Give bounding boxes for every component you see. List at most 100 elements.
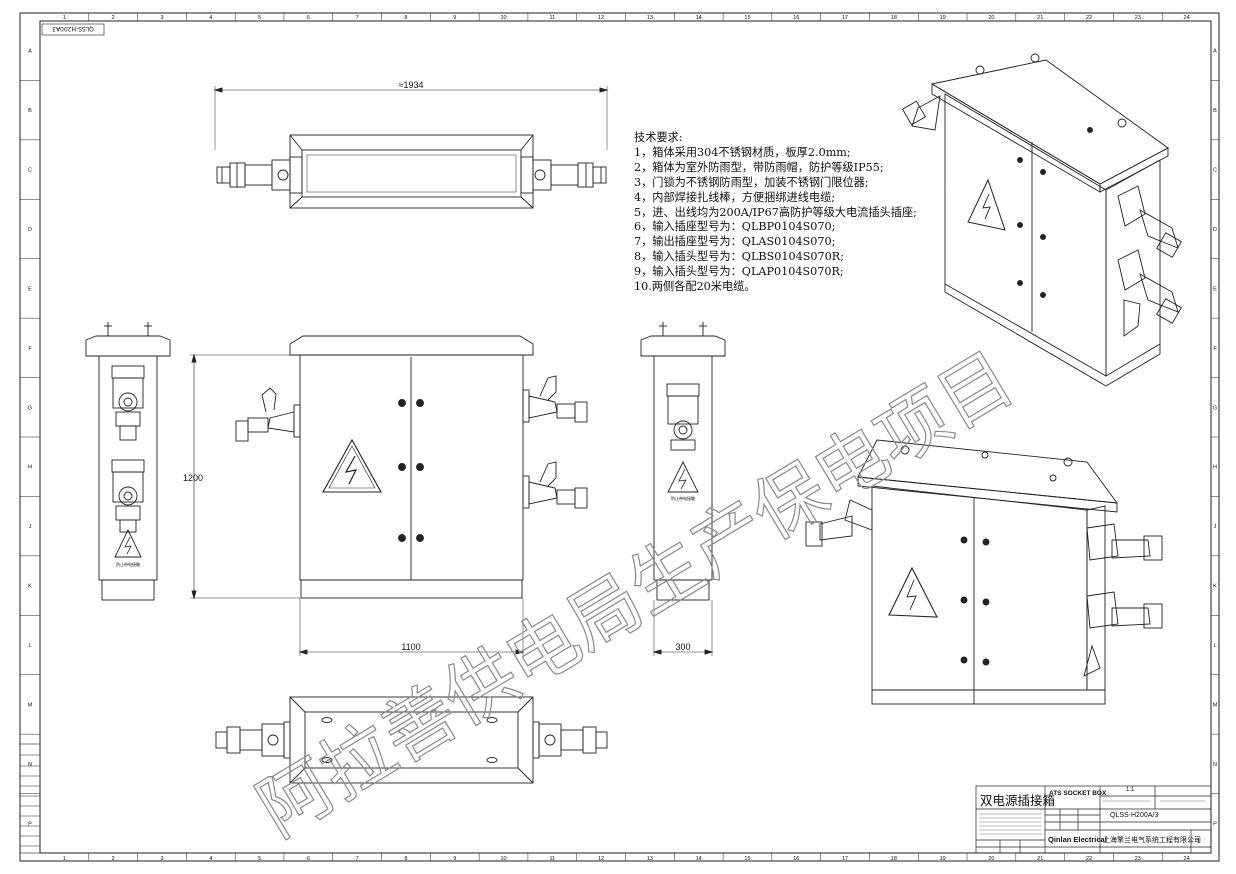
right-side-view (640, 322, 726, 656)
grid-col-label: 6 (307, 856, 310, 862)
grid-col-label: 20 (988, 15, 994, 21)
isometric-view-2 (805, 439, 1163, 705)
spec-item-9: 9，输入插头型号为：QLAP0104S070R; (634, 265, 844, 279)
grid-col-label: 15 (744, 15, 750, 21)
spec-item-6: 6，输入插座型号为：QLBP0104S070; (634, 220, 836, 234)
grid-row-label: P (28, 821, 32, 827)
grid-row-label: B (28, 108, 32, 114)
grid-col-label: 10 (500, 856, 506, 862)
grid-col-label: 1 (63, 15, 66, 21)
grid-row-label: F (28, 346, 32, 352)
grid-col-label: 3 (160, 856, 163, 862)
grid-col-label: 20 (988, 856, 994, 862)
spec-item-7: 7，输出插座型号为：QLAS0104S070; (634, 235, 836, 249)
side-warning-right: 防止带电接触 (671, 495, 695, 501)
grid-col-label: 16 (793, 15, 799, 21)
grid-row-label: C (1213, 168, 1217, 174)
grid-col-label: 19 (940, 856, 946, 862)
grid-col-label: 18 (891, 15, 897, 21)
grid-col-label: 14 (696, 856, 702, 862)
grid-col-label: 22 (1086, 856, 1092, 862)
grid-row-label: J (1214, 524, 1217, 530)
corner-tag: QLSS-H200A3 (52, 25, 94, 32)
top-view (213, 86, 609, 209)
dim-height-front: 1200 (183, 473, 203, 483)
grid-col-label: 23 (1135, 856, 1141, 862)
grid-row-label: N (1213, 762, 1217, 768)
grid-row-label: K (28, 584, 32, 590)
spec-item-4: 4，内部焊接扎线棒，方便捆绑进线电缆; (634, 190, 836, 204)
title-company-en: Qinlan Electrical (1048, 835, 1107, 844)
grid-row-label: A (1213, 49, 1217, 55)
isometric-view-1 (901, 53, 1182, 387)
grid-col-label: 19 (940, 15, 946, 21)
bottom-view (215, 696, 608, 784)
grid-col-label: 7 (356, 856, 359, 862)
corner-tag-box (41, 23, 105, 36)
grid-col-label: 9 (453, 15, 456, 21)
grid-col-label: 15 (744, 856, 750, 862)
dim-width-front: 1100 (401, 642, 420, 652)
grid-row-label: D (28, 227, 32, 233)
grid-col-label: 22 (1086, 15, 1092, 21)
front-view (190, 335, 588, 656)
grid-row-label: P (1213, 821, 1217, 827)
grid-row-label: B (1213, 108, 1217, 114)
grid-col-label: 24 (1184, 856, 1190, 862)
grid-row-label: L (28, 643, 31, 649)
grid-row-label: N (28, 762, 32, 768)
grid-col-label: 3 (160, 15, 163, 21)
grid-row-label: A (28, 49, 32, 55)
dim-depth-side: 300 (675, 642, 690, 652)
spec-item-1: 1，箱体采用304不锈钢材质，板厚2.0mm; (634, 145, 851, 159)
grid-col-label: 16 (793, 856, 799, 862)
grid-col-label: 11 (549, 15, 555, 21)
title-name-en: ATS SOCKET BOX (1049, 790, 1107, 797)
grid-row-label: D (1213, 227, 1217, 233)
grid-row-label: M (1213, 702, 1218, 708)
grid-col-label: 23 (1135, 15, 1141, 21)
title-page-no: 1 (1197, 839, 1201, 845)
spec-item-2: 2，箱体为室外防雨型，带防雨帽，防护等级IP55; (634, 160, 884, 174)
grid-row-label: H (28, 465, 32, 471)
grid-row-label: J (29, 524, 32, 530)
title-scale: 1:1 (1126, 787, 1135, 793)
dim-width-top: ≈1934 (399, 80, 424, 90)
grid-col-label: 24 (1184, 15, 1190, 21)
grid-col-label: 21 (1037, 856, 1043, 862)
grid-col-label: 13 (647, 15, 653, 21)
spec-item-5: 5，进、出线均为200A/IP67高防护等级大电流插头插座; (634, 205, 917, 219)
title-drawing-no: QLSS-H200A/3 (1110, 812, 1159, 819)
grid-col-label: 2 (112, 15, 115, 21)
grid-col-label: 7 (356, 15, 359, 21)
title-company-cn: 上海擎兰电气系统工程有限公司 (1103, 837, 1201, 844)
grid-col-label: 17 (842, 15, 848, 21)
grid-col-label: 4 (209, 856, 212, 862)
grid-col-label: 4 (209, 15, 212, 21)
grid-col-label: 5 (258, 856, 261, 862)
grid-col-label: 10 (500, 15, 506, 21)
grid-col-label: 12 (598, 15, 604, 21)
left-side-view (85, 322, 171, 601)
grid-row-label: M (28, 702, 33, 708)
revision-table (19, 743, 41, 854)
grid-col-label: 1 (63, 856, 66, 862)
grid-row-label: G (1213, 405, 1217, 411)
spec-item-3: 3，门锁为不锈钢防雨型，加装不锈钢门限位器; (634, 175, 869, 189)
grid-row-label: H (1213, 465, 1217, 471)
grid-col-label: 17 (842, 856, 848, 862)
grid-col-label: 8 (404, 856, 407, 862)
outer-border (19, 12, 1220, 862)
title-block (975, 785, 1212, 854)
grid-col-label: 6 (307, 15, 310, 21)
grid-col-label: 12 (598, 856, 604, 862)
grid-col-label: 21 (1037, 15, 1043, 21)
spec-item-10: 10.两侧各配20米电缆。 (634, 280, 756, 294)
spec-title: 技术要求: (634, 131, 683, 144)
grid-col-label: 2 (112, 856, 115, 862)
technical-requirements: 技术要求: 1，箱体采用304不锈钢材质，板厚2.0mm; 2，箱体为室外防雨型… (634, 131, 964, 295)
